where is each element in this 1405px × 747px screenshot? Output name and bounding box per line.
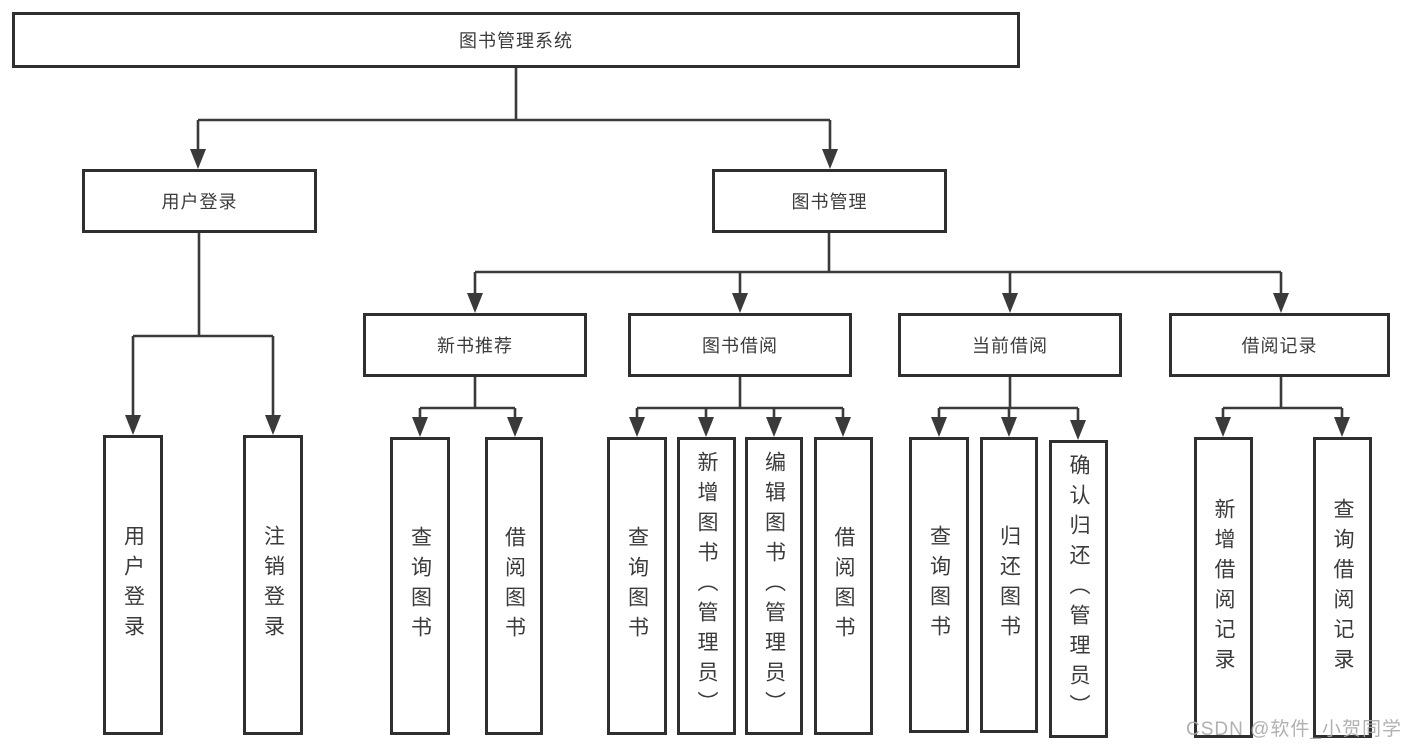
node-book-management-branch: 图书管理 <box>712 169 947 233</box>
node-root-system: 图书管理系统 <box>12 12 1020 68</box>
leaf-borrow-edit-books-admin: 编辑图书（管理员） <box>745 437 803 735</box>
node-label: 编辑图书（管理员） <box>762 451 786 721</box>
leaf-borrow-query-books: 查询图书 <box>607 437 667 735</box>
leaf-user-login: 用户登录 <box>103 435 163 735</box>
node-book-borrowing: 图书借阅 <box>628 313 852 377</box>
node-label: 用户登录 <box>161 192 238 212</box>
csdn-watermark: CSDN @软件_小贺同学 <box>1186 719 1402 740</box>
leaf-current-confirm-return-admin: 确认归还（管理员） <box>1049 440 1108 738</box>
node-user-login-branch: 用户登录 <box>82 169 317 233</box>
leaf-rec-borrow-books: 借阅图书 <box>485 437 543 735</box>
node-label: 查询图书 <box>408 526 432 646</box>
node-label: 查询图书 <box>625 526 649 646</box>
node-label: 借阅图书 <box>502 526 526 646</box>
leaf-records-query-record: 查询借阅记录 <box>1313 437 1372 738</box>
node-new-book-recommendation: 新书推荐 <box>363 313 587 377</box>
node-current-borrowing: 当前借阅 <box>898 313 1122 377</box>
leaf-rec-query-books: 查询图书 <box>390 437 450 735</box>
leaf-borrow-add-books-admin: 新增图书（管理员） <box>677 437 736 735</box>
node-label: 注销登录 <box>261 525 285 645</box>
node-label: 确认归还（管理员） <box>1067 454 1090 724</box>
leaf-records-add-record: 新增借阅记录 <box>1194 437 1253 738</box>
leaf-current-query-books: 查询图书 <box>909 437 969 733</box>
node-label: 查询图书 <box>927 525 951 645</box>
node-label: 新书推荐 <box>437 336 513 356</box>
node-label: 图书借阅 <box>702 336 778 356</box>
node-label: 当前借阅 <box>972 336 1048 356</box>
node-label: 借阅记录 <box>1241 336 1318 356</box>
node-borrowing-records: 借阅记录 <box>1169 313 1390 377</box>
node-label: 图书管理 <box>791 192 868 212</box>
leaf-borrow-borrow-books: 借阅图书 <box>814 437 873 735</box>
node-label: 用户登录 <box>121 525 145 645</box>
node-label: 图书管理系统 <box>459 31 573 51</box>
leaf-current-return-books: 归还图书 <box>980 437 1038 733</box>
node-label: 查询借阅记录 <box>1331 497 1354 678</box>
node-label: 新增借阅记录 <box>1212 497 1235 678</box>
leaf-logout: 注销登录 <box>243 435 303 735</box>
node-label: 借阅图书 <box>832 526 855 646</box>
node-label: 归还图书 <box>997 525 1021 645</box>
arrowheads <box>125 149 1350 440</box>
node-label: 新增图书（管理员） <box>695 451 718 721</box>
